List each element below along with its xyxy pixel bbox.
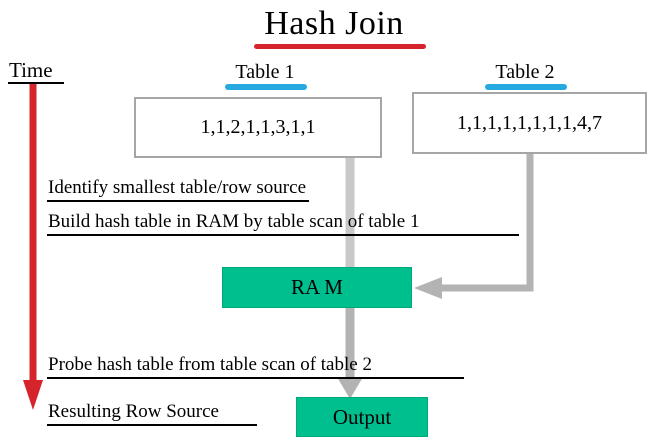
title-underline (254, 44, 426, 49)
table-1-underline (225, 84, 307, 90)
step-1-underline (47, 200, 309, 202)
output-box: Output (296, 397, 428, 437)
step-2-underline (47, 234, 519, 236)
time-axis-label: Time (9, 58, 53, 82)
step-1-text: Identify smallest table/row source (48, 177, 307, 198)
table-2-underline (485, 84, 567, 90)
table-2-box: 1,1,1,1,1,1,1,1,4,7 (412, 92, 647, 154)
step-4-underline (47, 424, 257, 426)
step-3-text: Probe hash table from table scan of tabl… (48, 354, 372, 375)
table-1-label: Table 1 (235, 61, 295, 83)
table-1-box: 1,1,2,1,1,3,1,1 (134, 97, 382, 158)
page-title: Hash Join (264, 5, 404, 42)
ram-box: RA M (222, 267, 412, 308)
time-arrow-icon (23, 84, 43, 410)
time-label-underline (8, 82, 64, 84)
table-2-label: Table 2 (495, 61, 555, 83)
step-2-text: Build hash table in RAM by table scan of… (48, 211, 420, 232)
step-4-text: Resulting Row Source (48, 401, 219, 422)
step-3-underline (47, 377, 464, 379)
